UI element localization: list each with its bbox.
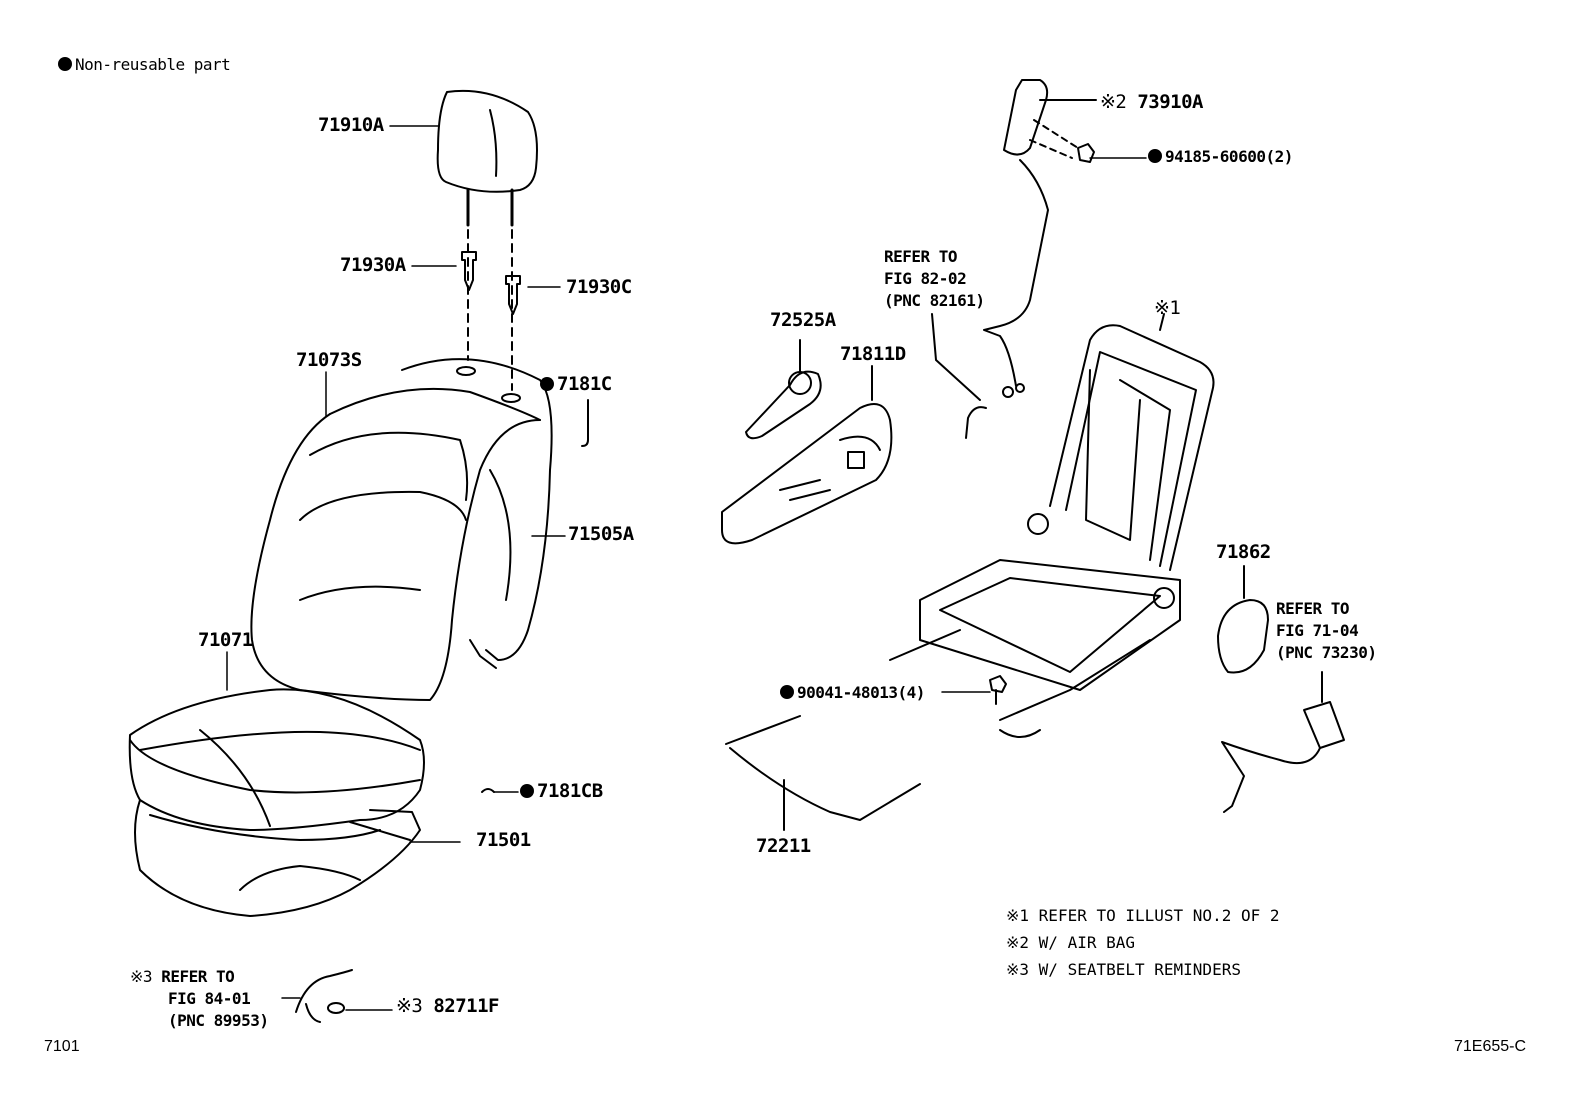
ref-line: FIG 82-02 (884, 269, 967, 288)
part-code: 90041-48013(4) (797, 683, 925, 702)
non-reusable-icon (520, 784, 534, 798)
ref-line: FIG 84-01 (168, 989, 251, 1008)
headrest-drawing (436, 89, 538, 391)
part-label-7181C[interactable]: 7181C (540, 374, 612, 395)
non-reusable-icon (540, 377, 554, 391)
side-shield-drawing (721, 365, 893, 545)
clip-drawings (481, 399, 589, 793)
airbag-drawing (983, 79, 1097, 398)
sensor-drawing (295, 969, 353, 1023)
seat-cushion-drawing (128, 688, 425, 831)
part-code: 73910A (1137, 91, 1203, 113)
part-label-72525A[interactable]: 72525A (770, 309, 836, 331)
part-code: 82711F (433, 995, 499, 1017)
part-label-71811D[interactable]: 71811D (840, 343, 906, 365)
part-label-82711F[interactable]: ※3 82711F (396, 996, 499, 1017)
refer-to-fig-71-04[interactable]: REFER TO FIG 71-04 (PNC 73230) (1276, 598, 1377, 664)
part-label-72211[interactable]: 72211 (756, 835, 811, 857)
part-label-frame-note-1[interactable]: ※1 (1154, 297, 1181, 319)
part-label-71505A[interactable]: 71505A (568, 523, 634, 545)
ref-line: REFER TO (161, 967, 235, 986)
part-label-71930A[interactable]: 71930A (340, 254, 406, 276)
note-mark: ※3 (130, 967, 153, 986)
ref-line: (PNC 73230) (1276, 643, 1377, 662)
notes-block: ※1 REFER TO ILLUST NO.2 OF 2 ※2 W/ AIR B… (1006, 906, 1280, 980)
recliner-cover-drawing (745, 339, 822, 440)
non-reusable-icon (780, 685, 794, 699)
seat-frame-drawing (889, 313, 1215, 738)
ref-line: (PNC 82161) (884, 291, 985, 310)
part-label-71910A[interactable]: 71910A (318, 114, 384, 136)
recliner-cover-rh-drawing (1217, 565, 1269, 674)
part-label-71862[interactable]: 71862 (1216, 541, 1271, 563)
note-3: ※3 W/ SEATBELT REMINDERS (1006, 960, 1241, 979)
part-label-7181CB[interactable]: 7181CB (520, 781, 603, 802)
ref-line: REFER TO (1276, 599, 1350, 618)
figure-number: 7101 (44, 1038, 80, 1055)
part-label-90041-48013[interactable]: 90041-48013(4) (780, 682, 925, 704)
filled-circle-icon (58, 57, 72, 71)
wire-drawing (725, 715, 921, 831)
note-2: ※2 W/ AIR BAG (1006, 933, 1135, 952)
seatback-drawing (250, 358, 553, 701)
ref-line: REFER TO (884, 247, 958, 266)
legend: Non-reusable part (58, 54, 231, 76)
part-label-71073S[interactable]: 71073S (296, 349, 362, 371)
part-label-94185-60600[interactable]: 94185-60600(2) (1148, 146, 1293, 168)
ref-line: (PNC 89953) (168, 1011, 269, 1030)
harness-drawing (931, 313, 987, 439)
seatbelt-buckle-drawing (1221, 671, 1345, 813)
part-code: 7181CB (537, 780, 603, 802)
note-mark: ※3 (396, 995, 423, 1017)
note-mark: ※2 (1100, 91, 1127, 113)
non-reusable-icon (1148, 149, 1162, 163)
part-code: 7181C (557, 373, 612, 395)
refer-to-fig-82-02[interactable]: REFER TO FIG 82-02 (PNC 82161) (884, 246, 985, 312)
part-label-71071[interactable]: 71071 (198, 629, 253, 651)
leader-lines (226, 125, 1147, 1011)
note-1: ※1 REFER TO ILLUST NO.2 OF 2 (1006, 906, 1280, 925)
part-label-71930C[interactable]: 71930C (566, 276, 632, 298)
refer-to-fig-84-01[interactable]: ※3 REFER TO FIG 84-01 (PNC 89953) (130, 966, 269, 1032)
headrest-guide-drawings (461, 251, 521, 315)
part-label-73910A[interactable]: ※2 73910A (1100, 92, 1203, 113)
cushion-pad-drawing (134, 799, 421, 917)
legend-text: Non-reusable part (75, 55, 231, 74)
part-label-71501[interactable]: 71501 (476, 829, 531, 851)
illustration-id: 71E655-C (1454, 1038, 1527, 1055)
part-code: 94185-60600(2) (1165, 147, 1293, 166)
bolt-drawing (989, 675, 1007, 705)
ref-line: FIG 71-04 (1276, 621, 1359, 640)
